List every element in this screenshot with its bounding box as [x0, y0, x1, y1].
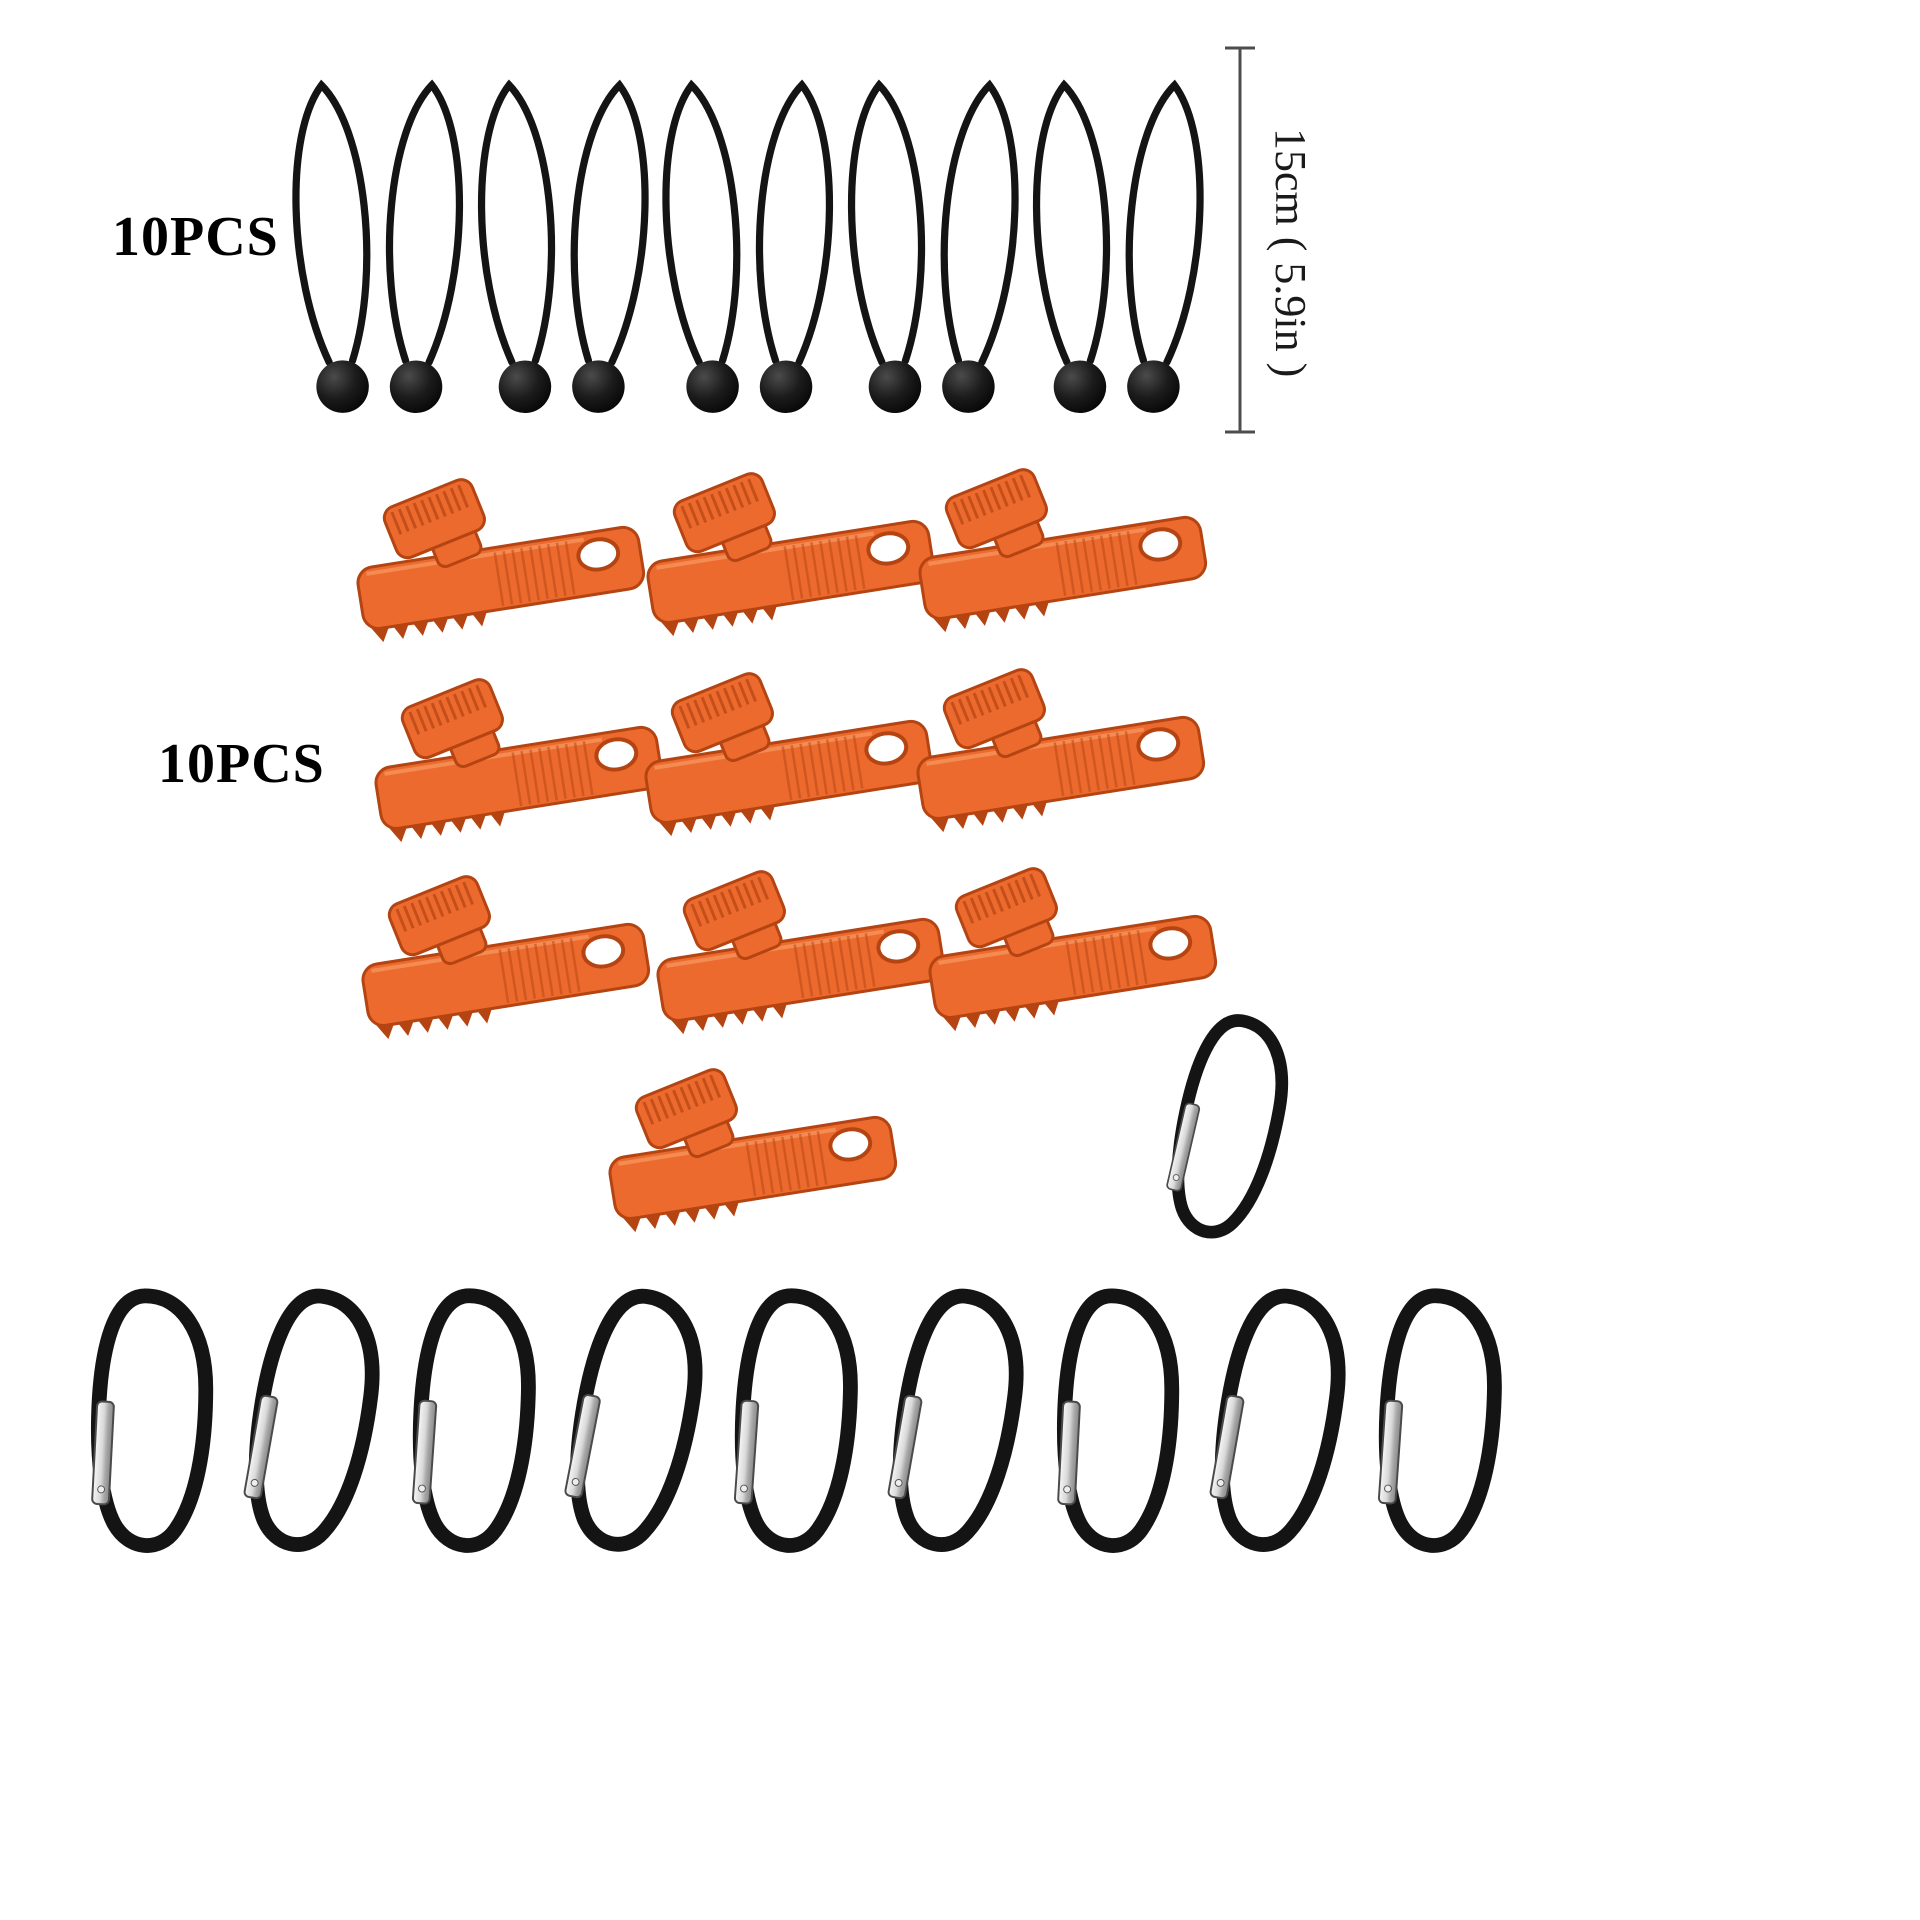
carabiner — [1352, 1278, 1525, 1572]
tarp-clip — [910, 663, 1210, 853]
carabiner — [61, 1277, 239, 1573]
clip-count-label: 10PCS — [158, 733, 325, 795]
carabiner — [544, 1277, 722, 1573]
carabiner — [225, 1278, 398, 1572]
tarp-clip — [912, 463, 1212, 653]
carabiner — [1191, 1278, 1364, 1572]
tarp-clip — [650, 865, 950, 1055]
carabiner — [386, 1278, 559, 1572]
carabiner — [869, 1278, 1042, 1572]
measurement-line — [1222, 44, 1262, 436]
bungee-ball-cord — [1092, 41, 1236, 428]
carabiner — [708, 1278, 881, 1572]
tarp-clip — [355, 870, 655, 1060]
bungee-count-label: 10PCS — [112, 206, 279, 268]
tarp-clip — [640, 467, 940, 657]
carabiner — [1027, 1277, 1205, 1573]
tarp-clip — [638, 667, 938, 857]
tarp-clip — [602, 1063, 902, 1253]
carabiner — [1140, 1001, 1315, 1260]
measurement-label: 15cm ( 5.9in ) — [1266, 128, 1315, 378]
tarp-clip — [368, 673, 668, 863]
tarp-clip — [350, 473, 650, 663]
